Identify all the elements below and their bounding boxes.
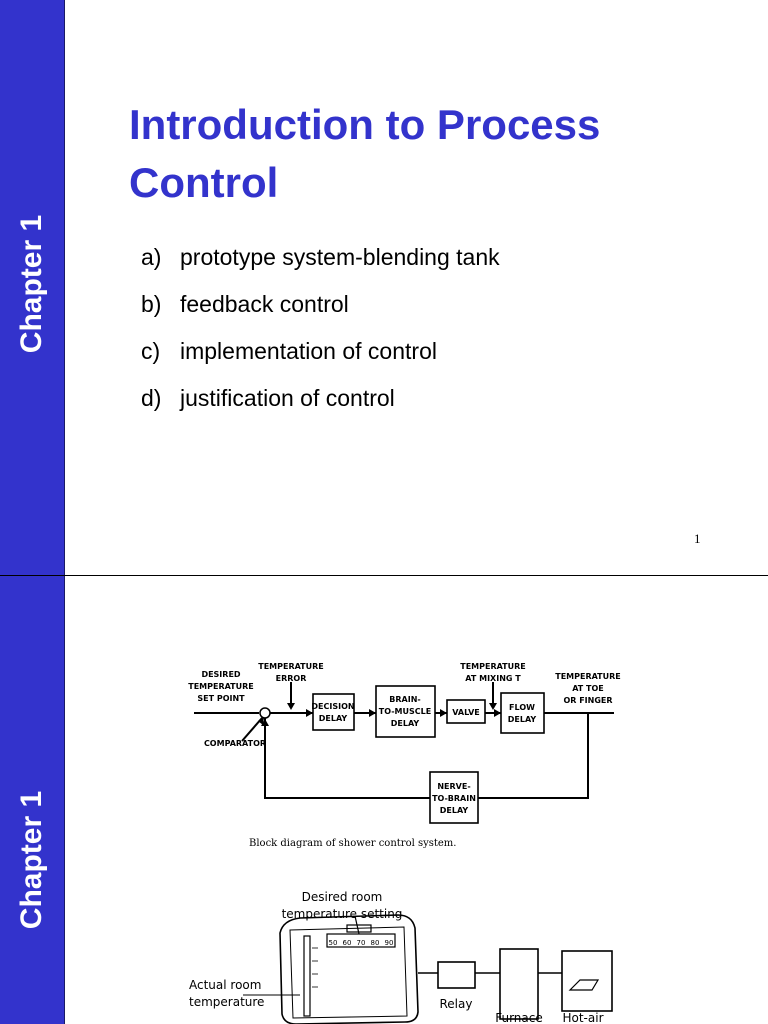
muscle-block-2: TO-MUSCLE <box>379 707 431 716</box>
valve-block: VALVE <box>452 708 480 717</box>
list-item: a) prototype system-blending tank <box>141 240 500 287</box>
slide-1: Chapter 1 Introduction to Process Contro… <box>0 0 729 576</box>
hot-air-label: Hot-air <box>562 1011 603 1024</box>
dial-tick: 60 <box>343 939 352 947</box>
muscle-block-1: BRAIN- <box>389 695 420 704</box>
mixing-label-2: AT MIXING T <box>465 674 521 683</box>
list-item: c) implementation of control <box>141 334 500 381</box>
chapter-label: Chapter 1 <box>15 790 48 930</box>
error-label-2: ERROR <box>276 674 307 683</box>
mixing-label-1: TEMPERATURE <box>460 662 526 671</box>
list-item-text: implementation of control <box>180 338 437 364</box>
list-item-text: feedback control <box>180 291 349 317</box>
setting-label-1: Desired room <box>302 890 383 904</box>
comparator-label: COMPARATOR <box>204 739 266 748</box>
toe-label-1: TEMPERATURE <box>555 672 621 681</box>
actual-temp-label-2: temperature <box>189 995 264 1009</box>
actual-temp-label-1: Actual room <box>189 978 261 992</box>
chapter-label: Chapter 1 <box>15 214 48 354</box>
chapter-sidebar: Chapter 1 <box>0 0 65 576</box>
list-marker: d) <box>141 385 162 411</box>
setting-label-2: temperature setting <box>282 907 403 921</box>
list-item-text: justification of control <box>180 385 395 411</box>
flow-block-1: FLOW <box>509 703 535 712</box>
decision-block-2: DELAY <box>319 714 348 723</box>
chapter-sidebar: Chapter 1 <box>0 576 65 1024</box>
set-point-label-2: TEMPERATURE <box>188 682 254 691</box>
dial-tick: 50 <box>329 939 338 947</box>
toe-label-2: AT TOE <box>572 684 604 693</box>
nerve-block-3: DELAY <box>440 806 469 815</box>
list-item: d) justification of control <box>141 381 500 428</box>
toe-label-3: OR FINGER <box>563 696 612 705</box>
page-number: 1 <box>694 531 701 546</box>
flow-block-2: DELAY <box>508 715 537 724</box>
shower-block-diagram: DESIRED TEMPERATURE SET POINT TEMPERATUR… <box>188 662 621 849</box>
nerve-block-2: TO-BRAIN <box>432 794 476 803</box>
slide-2: Chapter 1 <box>0 576 768 1024</box>
list-marker: c) <box>141 338 161 364</box>
thermostat-diagram: 50 60 70 80 90 Desired room temperature … <box>189 890 613 1024</box>
nerve-block-1: NERVE- <box>437 782 470 791</box>
title-line-2: Control <box>129 159 279 206</box>
error-label-1: TEMPERATURE <box>258 662 324 671</box>
dial-tick: 90 <box>385 939 394 947</box>
slide-title: Introduction to Process Control <box>129 96 729 212</box>
slide-divider <box>0 575 768 576</box>
list-item: b) feedback control <box>141 287 500 334</box>
muscle-block-3: DELAY <box>391 719 420 728</box>
relay-label: Relay <box>440 997 473 1011</box>
set-point-label-1: DESIRED <box>201 670 240 679</box>
set-point-label-3: SET POINT <box>197 694 245 703</box>
decision-block-1: DECISION <box>311 702 354 711</box>
furnace-label: Furnace <box>495 1011 543 1024</box>
dial-tick: 70 <box>357 939 366 947</box>
list-item-text: prototype system-blending tank <box>180 244 500 270</box>
list-marker: b) <box>141 291 162 317</box>
title-line-1: Introduction to Process <box>129 101 601 148</box>
topic-list: a) prototype system-blending tank b) feedb… <box>141 240 500 428</box>
dial-tick: 80 <box>371 939 380 947</box>
list-marker: a) <box>141 244 162 270</box>
diagram-caption: Block diagram of shower control system. <box>249 838 456 849</box>
